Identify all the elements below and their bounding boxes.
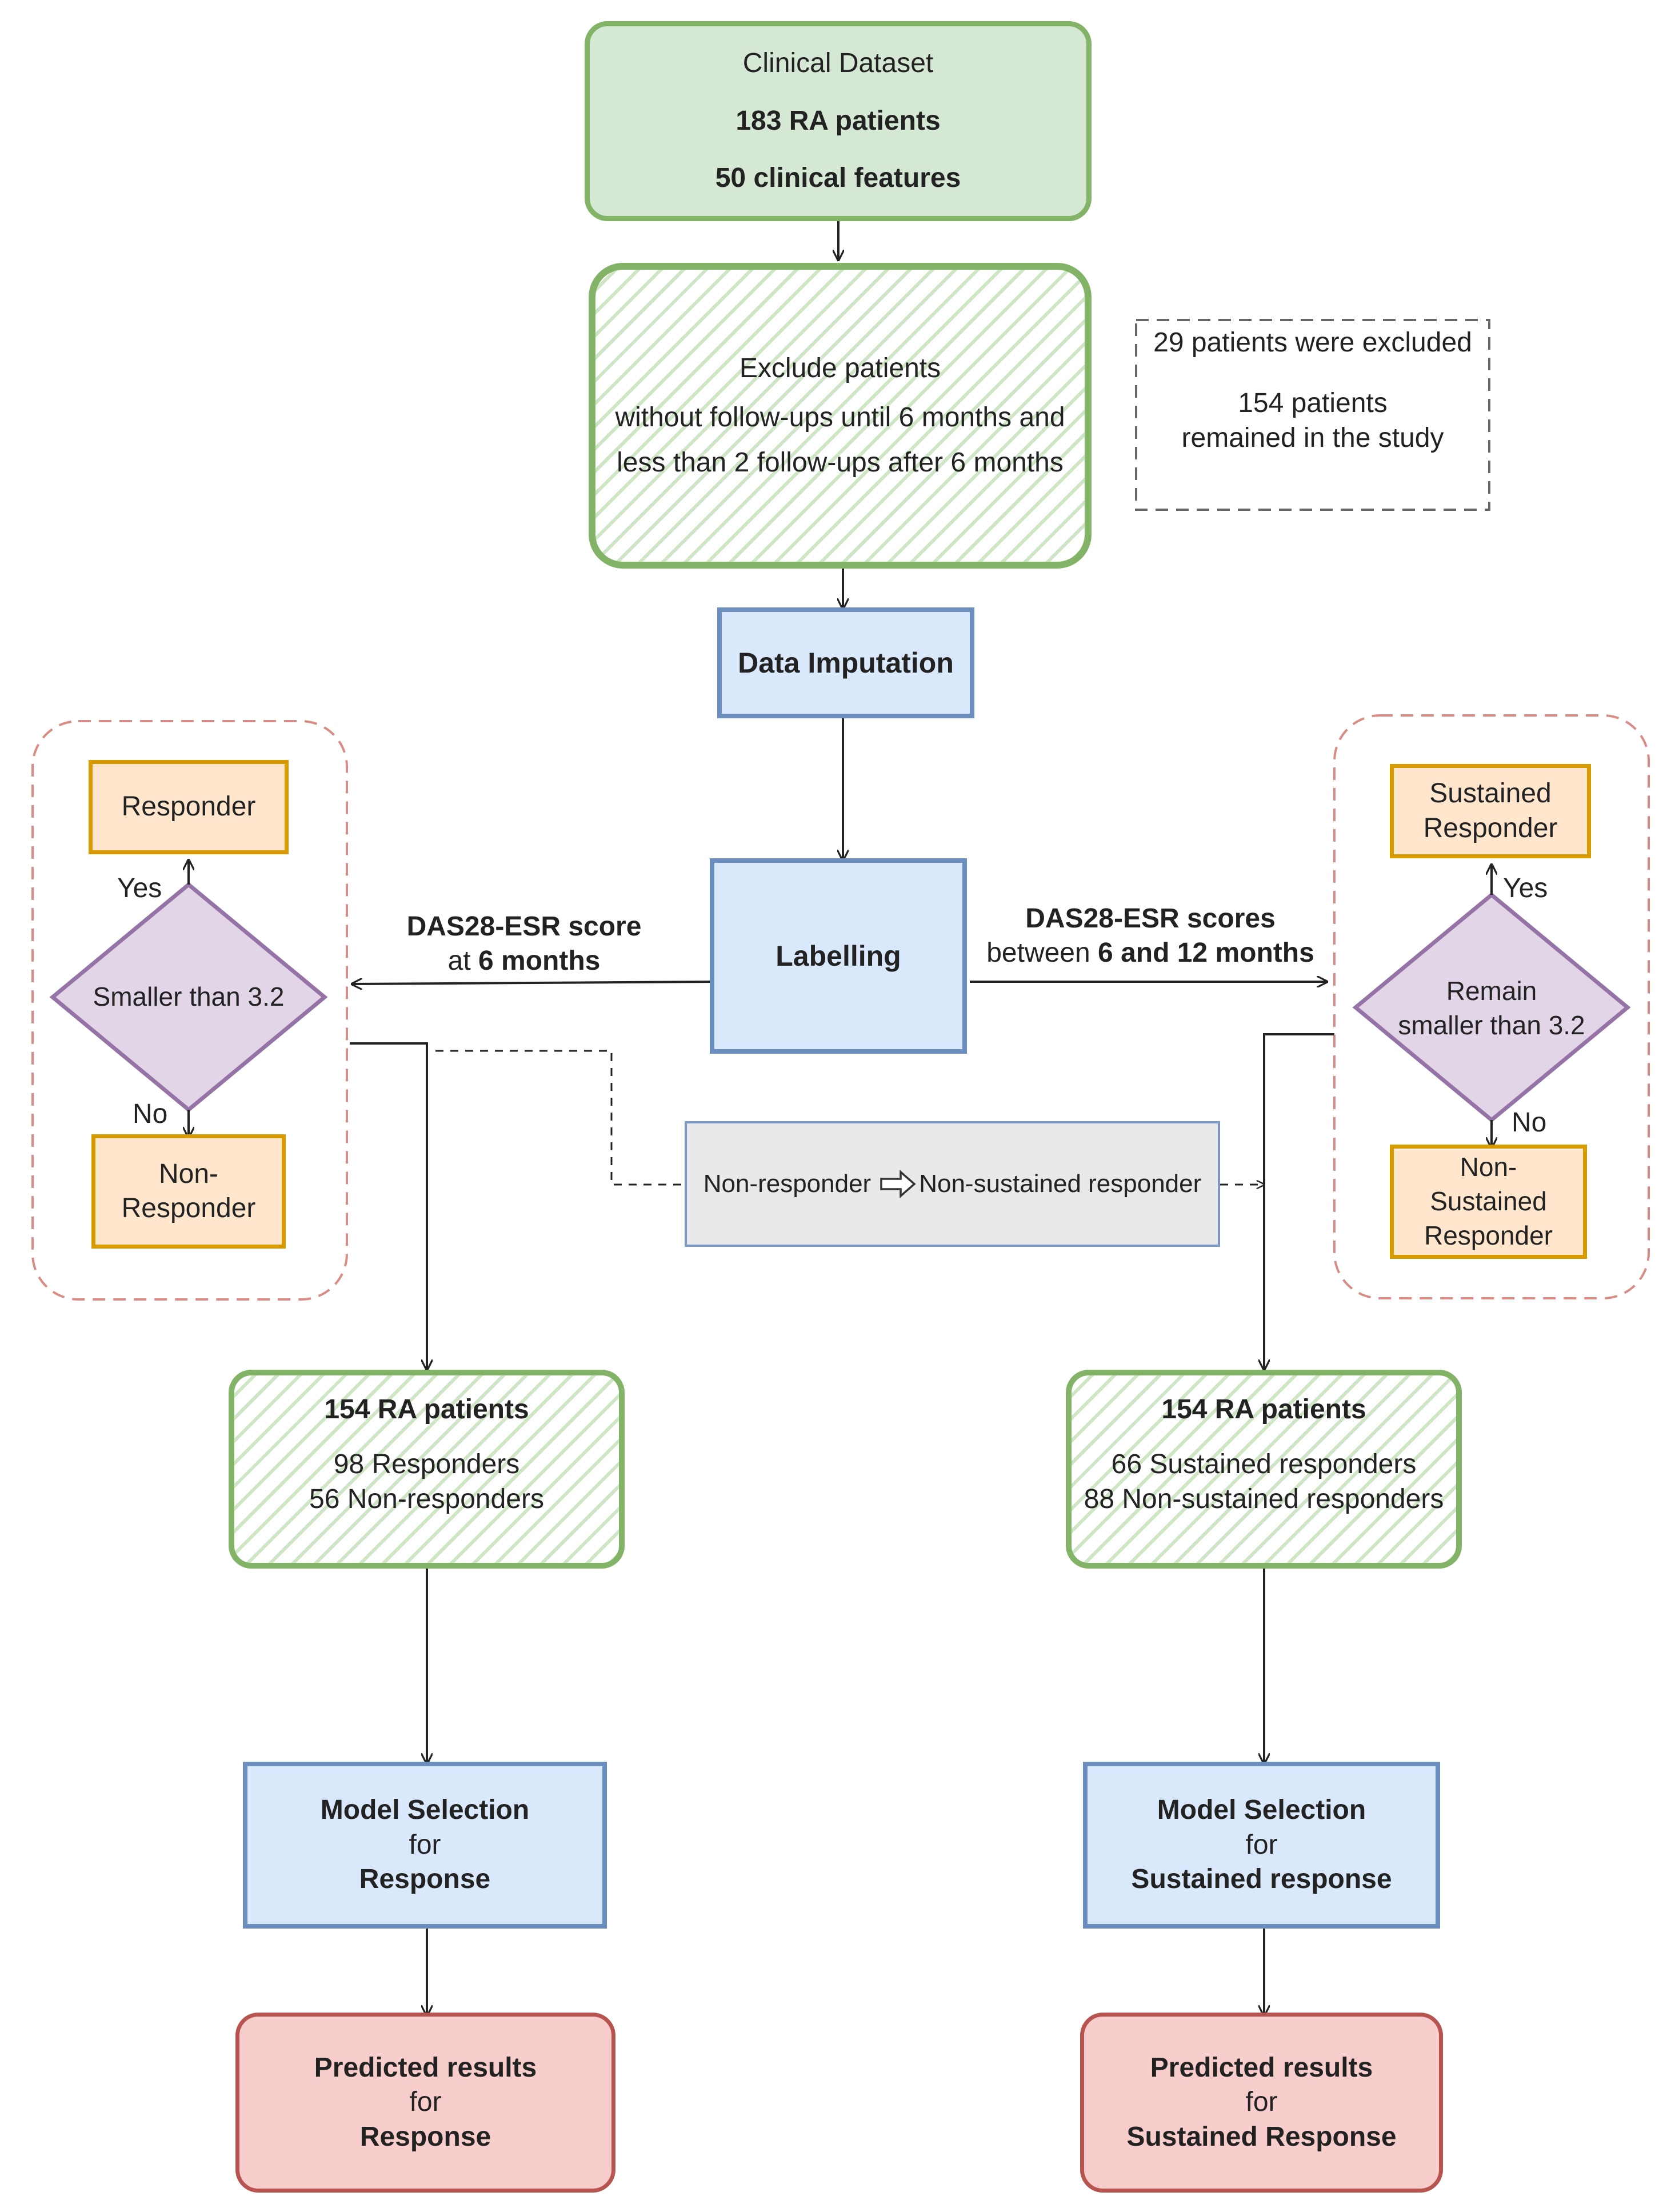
arrow-left-group-to-result	[350, 1042, 427, 1370]
right-no-label: No	[1512, 1107, 1547, 1138]
responder-box: Responder	[89, 760, 289, 854]
clinical-dataset-title: Clinical Dataset	[742, 48, 934, 79]
remaining-note: remained in the study	[1181, 422, 1444, 453]
left-result-box: 154 RA patients 98 Responders 56 Non-res…	[229, 1370, 625, 1569]
non-sustained-line-1: Non-	[1460, 1152, 1517, 1182]
arrow-right-icon	[880, 1170, 916, 1198]
right-predicted-line-3: Sustained Response	[1126, 2121, 1397, 2152]
non-responder-box: Non- Responder	[91, 1134, 286, 1249]
excluded-note: 29 patients were excluded 154 patients r…	[1137, 326, 1488, 504]
exclude-line-1: Exclude patients	[739, 353, 941, 383]
right-edge-label: DAS28-ESR scores between 6 and 12 months	[970, 902, 1330, 970]
left-model-box: Model Selection for Response	[243, 1762, 607, 1929]
transfer-from-label: Non-responder	[703, 1169, 872, 1198]
non-sustained-line-3: Responder	[1424, 1220, 1553, 1250]
left-edge-label-score: DAS28-ESR score	[406, 911, 642, 942]
left-predicted-line-2: for	[409, 2087, 442, 2118]
excluded-note-box	[1135, 319, 1490, 511]
left-predicted-line-1: Predicted results	[314, 2052, 537, 2083]
right-edge-label-between: between	[986, 938, 1098, 968]
right-model-box: Model Selection for Sustained response	[1083, 1762, 1440, 1929]
right-predicted-line-2: for	[1245, 2087, 1278, 2118]
clinical-dataset-features: 50 clinical features	[715, 163, 961, 194]
excluded-count: 29 patients were excluded	[1153, 327, 1472, 358]
labelling-label: Labelling	[775, 939, 901, 972]
arrow-right-group-to-result	[1264, 1033, 1334, 1370]
dashed-transfer-path	[435, 1050, 686, 1186]
left-no-label: No	[133, 1099, 168, 1129]
sustained-responder-box: Sustained Responder	[1390, 764, 1591, 858]
right-decision-group	[1333, 714, 1650, 1299]
exclude-line-3: less than 2 follow-ups after 6 months	[617, 447, 1064, 478]
non-sustained-responder-box: Non- Sustained Responder	[1390, 1145, 1587, 1259]
left-decision-group	[31, 720, 348, 1301]
clinical-dataset-box: Clinical Dataset 183 RA patients 50 clin…	[585, 21, 1092, 221]
right-model-line-1: Model Selection	[1157, 1795, 1366, 1826]
data-imputation-box: Data Imputation	[717, 607, 974, 718]
sustained-responder-line-2: Responder	[1423, 813, 1558, 843]
transfer-box: Non-responder Non-sustained responder	[685, 1121, 1220, 1247]
right-result-title: 154 RA patients	[1161, 1394, 1366, 1425]
non-sustained-line-2: Sustained	[1430, 1186, 1547, 1217]
right-model-line-3: Sustained response	[1131, 1864, 1392, 1895]
right-result-box: 154 RA patients 66 Sustained responders …	[1066, 1370, 1462, 1569]
exclude-line-2: without follow-ups until 6 months and	[615, 402, 1065, 433]
right-model-line-2: for	[1245, 1829, 1278, 1860]
non-responder-line-1: Non-	[158, 1158, 219, 1189]
arrow-labelling-to-left	[352, 982, 715, 984]
left-model-line-3: Response	[359, 1864, 491, 1895]
right-predicted-box: Predicted results for Sustained Response	[1080, 2013, 1443, 2193]
transfer-to-label: Non-sustained responder	[919, 1169, 1202, 1198]
remaining-count: 154 patients	[1238, 388, 1388, 419]
left-edge-label-at: at	[447, 946, 478, 976]
right-edge-label-score: DAS28-ESR scores	[1025, 903, 1276, 934]
right-decision-line-1: Remain	[1446, 976, 1537, 1006]
right-yes-label: Yes	[1503, 873, 1548, 903]
data-imputation-label: Data Imputation	[738, 646, 954, 679]
non-responder-line-2: Responder	[121, 1193, 256, 1223]
left-edge-label-months: 6 months	[478, 946, 601, 976]
left-result-title: 154 RA patients	[324, 1394, 529, 1425]
left-edge-label: DAS28-ESR score at 6 months	[373, 910, 675, 978]
sustained-responder-line-1: Sustained	[1429, 778, 1552, 809]
right-decision-line-2: smaller than 3.2	[1398, 1010, 1585, 1040]
exclude-patients-box: Exclude patients without follow-ups unti…	[589, 263, 1092, 569]
labelling-box: Labelling	[710, 858, 967, 1054]
left-yes-label: Yes	[117, 873, 162, 903]
left-predicted-line-3: Response	[359, 2121, 491, 2152]
right-result-non-sustained: 88 Non-sustained responders	[1084, 1483, 1444, 1514]
right-edge-label-months: 6 and 12 months	[1098, 938, 1314, 968]
right-decision-text: Remain smaller than 3.2	[1356, 960, 1628, 1057]
right-predicted-line-1: Predicted results	[1150, 2052, 1373, 2083]
right-result-sustained: 66 Sustained responders	[1111, 1449, 1417, 1480]
responder-label: Responder	[121, 791, 256, 822]
left-decision-label: Smaller than 3.2	[93, 982, 285, 1012]
left-decision-text: Smaller than 3.2	[53, 966, 325, 1029]
left-result-non-responders: 56 Non-responders	[309, 1483, 544, 1514]
clinical-dataset-patients: 183 RA patients	[735, 105, 941, 136]
left-predicted-box: Predicted results for Response	[235, 2013, 615, 2193]
left-model-line-1: Model Selection	[320, 1795, 530, 1826]
left-result-responders: 98 Responders	[333, 1449, 520, 1480]
left-model-line-2: for	[409, 1829, 441, 1860]
